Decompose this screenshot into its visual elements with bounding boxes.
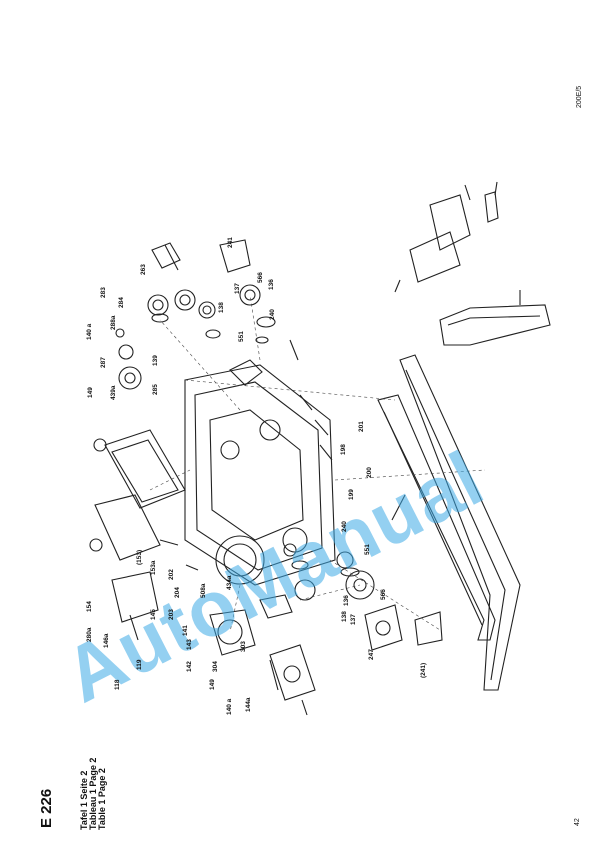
callout-label: 566 (257, 272, 264, 283)
callout-label: 118 (114, 679, 121, 691)
callout-label: 137 (234, 283, 241, 294)
callout-label: 140 a (86, 323, 93, 340)
callout-label: 146a (103, 633, 110, 648)
callout-label: 285 (152, 384, 159, 395)
callout-label: 201 (358, 421, 365, 432)
callout-label: 138 (341, 611, 348, 622)
drawing-title: E 226 (38, 788, 55, 828)
callout-label: 142 (186, 661, 193, 672)
callout-label: 119 (136, 659, 143, 671)
callout-label: 140 a (226, 698, 233, 715)
callout-label: 199 (348, 489, 355, 500)
callout-label: (153) (136, 549, 143, 565)
callout-label: 240 (269, 309, 276, 320)
callout-label: 240 (341, 521, 348, 532)
callout-label: 551 (238, 331, 245, 342)
page-number: 42 (574, 818, 581, 826)
callout-label: 304 (212, 661, 219, 672)
tabel-line-en: Table 1 Page 2 (97, 768, 107, 830)
callout-label: 138 (218, 302, 225, 313)
callout-label: 263 (140, 264, 147, 275)
callout-label: 198 (340, 444, 347, 455)
callout-label: 566 (380, 589, 387, 600)
callout-label: 153a (150, 560, 157, 575)
callout-label: 247 (368, 649, 375, 660)
drawing-code: 200E/5 (576, 85, 583, 108)
callout-label: 136 (268, 279, 275, 290)
callout-label: 288a (110, 315, 117, 330)
callout-label: 434a (226, 575, 233, 590)
callout-label: 203 (168, 609, 175, 620)
callout-label: 241 (227, 237, 234, 248)
callout-label: (241) (420, 662, 427, 678)
callout-label: 154 (86, 601, 93, 612)
callout-label: 137 (350, 614, 357, 625)
callout-label: 283 (100, 287, 107, 298)
table-page-reference: Tafel 1 Seite 2 Tableau 1 Page 2 Table 1… (79, 758, 107, 830)
callout-label: 143 (186, 639, 193, 650)
callout-label: 439a (110, 385, 117, 400)
callout-label: 508a (200, 583, 207, 598)
callout-label: 280a (86, 627, 93, 642)
callout-label: 204 (174, 587, 181, 598)
callout-label: 144a (245, 697, 252, 712)
callout-label: 200 (366, 467, 373, 478)
callout-label: 141 (182, 625, 189, 636)
callout-label: 149 (87, 387, 94, 398)
callout-label: 149 (209, 679, 216, 690)
callout-label: 551 (364, 544, 371, 555)
callout-label: 202 (168, 569, 175, 580)
callout-label: 145 (150, 609, 157, 620)
callout-label: 139 (152, 355, 159, 366)
callout-label: 287 (100, 357, 107, 368)
callout-label: 136 (343, 595, 350, 606)
callout-label: 303 (240, 641, 247, 652)
callout-label: 284 (118, 297, 125, 308)
